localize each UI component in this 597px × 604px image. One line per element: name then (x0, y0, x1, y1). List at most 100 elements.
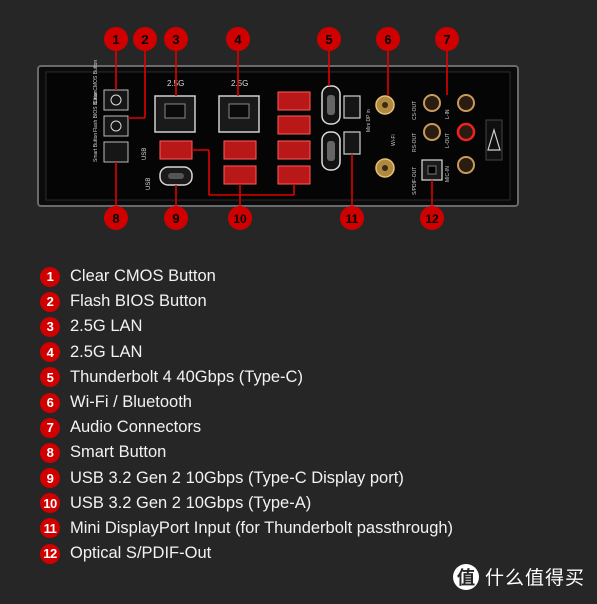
svg-text:7: 7 (443, 32, 450, 47)
legend-label: 2.5G LAN (70, 342, 143, 361)
mini-dp-port-1[interactable] (343, 95, 361, 119)
callout-7: 7 (435, 27, 459, 51)
legend-number: 8 (40, 442, 60, 463)
svg-text:3: 3 (172, 32, 179, 47)
legend-item: 3 2.5G LAN (40, 314, 453, 339)
antenna-core (382, 165, 388, 171)
antenna-core (382, 102, 388, 108)
mini-dp-label: Mini DP in (366, 109, 372, 132)
callout-top-row: 1 2 3 4 5 6 7 (104, 27, 459, 51)
legend-number: 12 (40, 543, 60, 564)
callout-10: 10 (228, 206, 252, 230)
legend-number: 3 (40, 316, 60, 337)
cs-out-label: CS-OUT (412, 101, 418, 120)
callout-bottom-row: 8 9 10 11 12 (104, 206, 444, 230)
l-out-label: L-OUT (445, 133, 451, 148)
svg-text:2: 2 (141, 32, 148, 47)
svg-text:5: 5 (325, 32, 332, 47)
legend-item: 12 Optical S/PDIF-Out (40, 541, 453, 566)
usb-a-port[interactable] (277, 165, 311, 185)
callout-5: 5 (317, 27, 341, 51)
legend-item: 8 Smart Button (40, 440, 453, 465)
legend-number: 4 (40, 342, 60, 363)
audio-jack-red[interactable] (456, 122, 476, 142)
meg-badge (485, 119, 503, 161)
legend-item: 4 2.5G LAN (40, 340, 453, 365)
flash-bios-label: Flash BIOS Button (93, 90, 99, 132)
usb-a-port[interactable] (223, 140, 257, 160)
legend-label: Optical S/PDIF-Out (70, 544, 212, 563)
usb-a-port[interactable] (223, 165, 257, 185)
watermark-logo-icon: 值 (452, 563, 479, 590)
callout-6: 6 (376, 27, 400, 51)
legend-label: 2.5G LAN (70, 317, 143, 336)
svg-text:10: 10 (233, 212, 247, 226)
usb-a-port[interactable] (277, 140, 311, 160)
smart-button[interactable] (103, 141, 129, 163)
callout-11: 11 (340, 206, 364, 230)
callout-8: 8 (104, 206, 128, 230)
svg-text:9: 9 (172, 211, 179, 226)
svg-text:4: 4 (234, 32, 242, 47)
lan-right-label: 2.5G (231, 79, 248, 88)
audio-jack[interactable] (457, 94, 475, 112)
audio-jack[interactable] (423, 94, 441, 112)
legend-item: 1 Clear CMOS Button (40, 264, 453, 289)
watermark-text: 什么值得买 (484, 567, 585, 589)
usb-a-label: USB (142, 148, 148, 160)
callout-1: 1 (104, 27, 128, 51)
legend-label: Smart Button (70, 443, 167, 462)
legend-label: Audio Connectors (70, 418, 202, 437)
legend-item: 10 USB 3.2 Gen 2 10Gbps (Type-A) (40, 491, 453, 516)
legend-label: USB 3.2 Gen 2 10Gbps (Type-C Display por… (70, 468, 404, 487)
meg-logo-icon (487, 127, 501, 151)
legend-number: 7 (40, 417, 60, 438)
usb-c-label: USB (146, 178, 152, 190)
legend-label: Thunderbolt 4 40Gbps (Type-C) (70, 367, 303, 386)
usb-a-port[interactable] (159, 140, 193, 160)
legend-label: Clear CMOS Button (70, 267, 216, 286)
legend-item: 2 Flash BIOS Button (40, 289, 453, 314)
mini-dp-port-2[interactable] (343, 131, 361, 155)
callout-4: 4 (226, 27, 250, 51)
svg-text:6: 6 (384, 32, 391, 47)
legend-number: 10 (40, 493, 60, 514)
tb-tongue (327, 95, 335, 115)
legend-item: 7 Audio Connectors (40, 415, 453, 440)
usb-c-tongue (168, 173, 184, 179)
legend-label: USB 3.2 Gen 2 10Gbps (Type-A) (70, 493, 312, 512)
clear-cmos-button[interactable] (103, 89, 129, 111)
callout-2: 2 (133, 27, 157, 51)
lan-jack (228, 103, 250, 119)
usb-a-port[interactable] (277, 115, 311, 135)
svg-text:1: 1 (112, 32, 119, 47)
io-panel-diagram: Clear CMOS Button Flash BIOS Button Smar… (37, 27, 519, 230)
mic-in-label: MIC-IN (445, 166, 451, 182)
flash-bios-button[interactable] (103, 115, 129, 137)
spdif-label: S/PDIF-OUT (412, 167, 418, 195)
l-in-label: L-IN (445, 109, 451, 119)
wifi-label: Wi-Fi (391, 134, 397, 146)
callout-3: 3 (164, 27, 188, 51)
callout-lines (115, 50, 448, 207)
legend-number: 2 (40, 291, 60, 312)
button-dot (110, 94, 122, 106)
legend-number: 1 (40, 266, 60, 287)
legend-label: Flash BIOS Button (70, 292, 207, 311)
usb-a-ports (159, 91, 311, 185)
usb-a-port[interactable] (277, 91, 311, 111)
audio-jack[interactable] (457, 156, 475, 174)
svg-text:8: 8 (112, 211, 119, 226)
clear-cmos-label: Clear CMOS Button (93, 60, 99, 104)
legend-number: 6 (40, 392, 60, 413)
callout-12: 12 (420, 206, 444, 230)
lan-jack (164, 103, 186, 119)
button-dot (110, 120, 122, 132)
audio-jack[interactable] (423, 123, 441, 141)
rs-out-label: RS-OUT (412, 133, 418, 152)
